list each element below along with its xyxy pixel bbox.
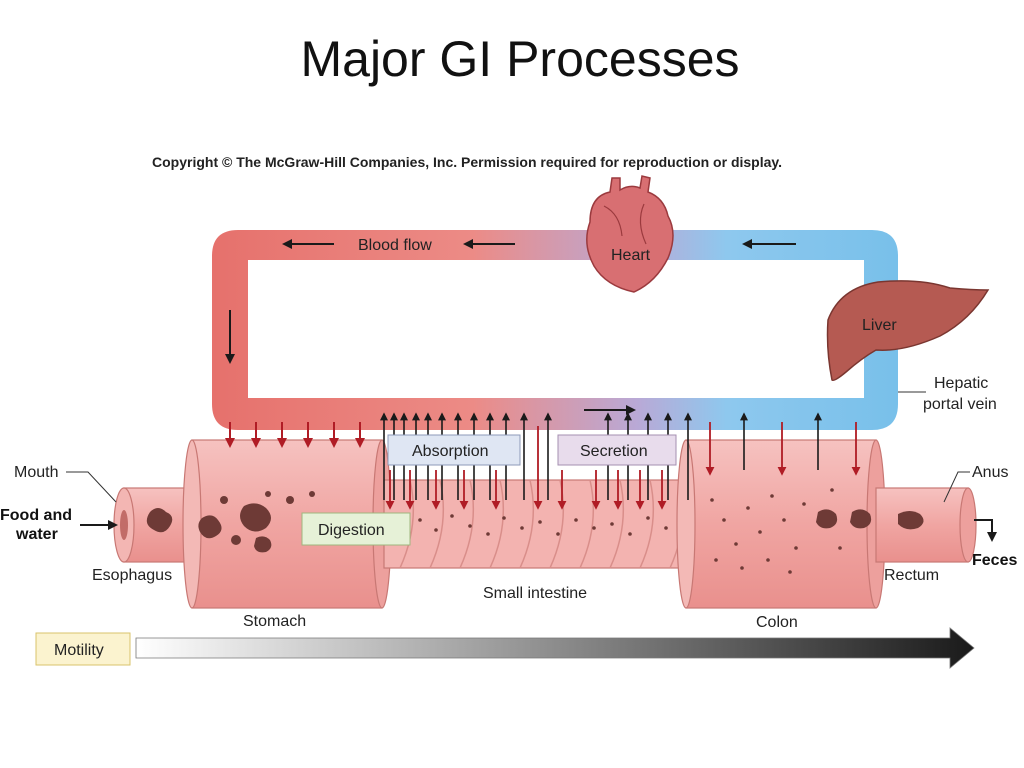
motility-arrow <box>135 627 975 669</box>
secretion-box <box>557 434 677 466</box>
small-intestine <box>383 479 685 569</box>
gi-tract <box>113 439 977 609</box>
hepatic-label-line2: portal vein <box>923 396 997 413</box>
mouth-leader <box>66 471 117 503</box>
esophagus-label: Esophagus <box>92 567 172 584</box>
secretion-label: Secretion <box>580 443 648 460</box>
stomach-label: Stomach <box>243 613 306 630</box>
heart-label: Heart <box>611 247 651 264</box>
liver-label: Liver <box>862 317 897 334</box>
motility-box <box>35 632 131 666</box>
anus-label: Anus <box>972 464 1008 481</box>
rectum <box>875 487 969 563</box>
colon-label: Colon <box>756 614 798 631</box>
intestine-secretion-arrows <box>385 422 861 510</box>
feces-exit-arrow <box>974 519 997 542</box>
small-intestine-label: Small intestine <box>483 585 587 602</box>
anus-leader <box>943 471 970 503</box>
food-label-line1: Food and <box>0 507 72 524</box>
absorption-label: Absorption <box>412 443 489 460</box>
rectum-label: Rectum <box>884 567 939 584</box>
digestion-label: Digestion <box>318 522 385 539</box>
motility-label: Motility <box>54 642 104 659</box>
digestion-box <box>301 512 411 546</box>
copyright-notice: Copyright © The McGraw-Hill Companies, I… <box>152 154 783 170</box>
digested-particles <box>418 488 842 574</box>
heart <box>586 175 674 293</box>
blood-flow-label: Blood flow <box>358 237 432 254</box>
blood-vessel-loop <box>212 230 898 430</box>
food-label-line2: water <box>15 526 58 543</box>
food-particles <box>146 491 924 553</box>
stomach-secretion-arrows <box>225 422 365 448</box>
liver <box>826 280 990 382</box>
absorption-box <box>387 434 521 466</box>
feces-label: Feces <box>972 552 1017 569</box>
mouth-label: Mouth <box>14 464 58 481</box>
slide-title: Major GI Processes <box>300 31 740 87</box>
hepatic-label-line1: Hepatic <box>934 375 988 392</box>
colon <box>685 439 877 609</box>
